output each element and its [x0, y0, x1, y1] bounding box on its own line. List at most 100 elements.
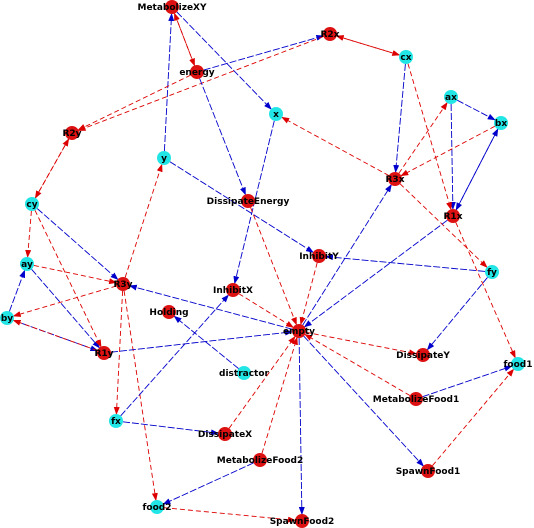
node-DissipateY	[416, 348, 430, 362]
node-MetabolizeFood1	[409, 392, 423, 406]
edge-R3y-to-by	[12, 285, 117, 317]
node-label-DissipateEnergy: DissipateEnergy	[207, 197, 290, 207]
node-fy	[485, 265, 499, 279]
edge-InhibitX-to-empty	[238, 293, 294, 328]
edge-DissipateEnergy-to-empty	[250, 207, 297, 326]
edge-energy-to-MetabolizeXY	[174, 12, 195, 66]
edge-R3x-to-fy	[399, 183, 488, 268]
edge-y-to-InhibitY	[169, 161, 314, 253]
node-label-InhibitX: InhibitX	[213, 286, 253, 296]
node-label-Holding: Holding	[149, 308, 188, 318]
node-R3y	[116, 277, 130, 291]
node-bx	[494, 116, 508, 130]
node-R1x	[446, 209, 460, 223]
edge-cy-to-ay	[25, 210, 32, 258]
node-SpawnFood1	[421, 464, 435, 478]
edge-cy-to-R1y	[34, 210, 102, 348]
edge-food2-to-SpawnFood2	[163, 507, 296, 523]
edge-empty-to-DissipateY	[305, 331, 418, 356]
node-label-InhibitY: InhibitY	[299, 252, 339, 262]
node-label-distractor: distractor	[219, 369, 270, 379]
edge-energy-to-DissipateEnergy	[199, 78, 246, 196]
edge-empty-to-SpawnFood2	[298, 337, 305, 515]
edge-ax-to-R1x	[449, 103, 456, 210]
node-label-fx: fx	[111, 417, 121, 427]
node-DissipateEnergy	[241, 194, 255, 208]
edge-DissipateX-to-empty	[228, 335, 296, 429]
node-energy	[190, 65, 204, 79]
node-label-R2x: R2x	[321, 30, 340, 40]
node-label-R1x: R1x	[444, 212, 463, 222]
edge-R1x-to-empty	[303, 219, 448, 328]
node-R2y	[65, 126, 79, 140]
node-label-DissipateX: DissipateX	[198, 430, 252, 440]
edge-energy-to-R2y	[77, 74, 191, 131]
edges-layer	[8, 11, 516, 523]
edge-ay-to-R3y	[33, 264, 118, 285]
node-label-R2y: R2y	[62, 129, 81, 139]
node-label-SpawnFood1: SpawnFood1	[396, 467, 461, 477]
edge-R3y-to-fx	[113, 290, 124, 415]
node-label-ay: ay	[21, 260, 33, 270]
node-label-fy: fy	[487, 268, 497, 278]
node-label-MetabolizeFood1: MetabolizeFood1	[373, 395, 459, 405]
edge-energy-to-R2x	[203, 34, 325, 71]
node-R1y	[97, 346, 111, 360]
edge-SpawnFood1-to-food1	[432, 368, 515, 466]
node-SpawnFood2	[295, 514, 309, 528]
edge-cx-to-R1x	[407, 63, 452, 211]
edge-R1x-to-food1	[455, 222, 516, 359]
edge-R1y-to-by	[12, 319, 98, 352]
node-label-R3y: R3y	[113, 280, 132, 290]
edge-MetabolizeFood2-to-empty	[261, 336, 298, 454]
node-Holding	[162, 305, 176, 319]
edge-distractor-to-Holding	[173, 315, 239, 369]
edge-y-to-MetabolizeXY	[163, 13, 175, 152]
node-cy	[25, 197, 39, 211]
edge-R3y-to-y	[124, 163, 163, 278]
edge-R1x-to-bx	[455, 128, 499, 211]
node-label-x: x	[273, 110, 279, 120]
edge-fy-to-InhibitY	[325, 254, 486, 272]
node-label-energy: energy	[179, 68, 214, 78]
edge-cx-to-R2x	[335, 35, 400, 56]
node-label-ax: ax	[445, 93, 457, 103]
edge-MetabolizeFood1-to-empty	[304, 333, 411, 396]
edge-ay-to-R1y	[31, 269, 101, 349]
node-label-cx: cx	[400, 53, 411, 63]
edge-R2x-to-R2y	[77, 36, 324, 131]
node-label-food1: food1	[504, 360, 533, 370]
edge-bx-to-R3x	[400, 125, 496, 177]
node-label-DissipateY: DissipateY	[396, 351, 450, 361]
node-empty	[292, 324, 306, 338]
node-label-R1y: R1y	[94, 349, 113, 359]
node-ax	[444, 90, 458, 104]
edge-empty-to-R3y	[128, 284, 293, 330]
edge-R1y-to-empty	[110, 329, 293, 353]
node-cx	[399, 50, 413, 64]
node-DissipateX	[218, 427, 232, 441]
edge-R3x-to-x	[281, 116, 390, 176]
node-R2x	[323, 27, 337, 41]
node-label-food2: food2	[143, 503, 172, 513]
edge-InhibitY-to-empty	[299, 262, 318, 326]
edge-ax-to-bx	[456, 99, 496, 121]
edge-cx-to-R3x	[393, 63, 406, 173]
node-label-SpawnFood2: SpawnFood2	[270, 517, 335, 527]
node-label-R3x: R3x	[386, 175, 405, 185]
edge-cy-to-R2y	[35, 138, 70, 199]
edge-MetabolizeFood1-to-food1	[422, 365, 513, 398]
node-label-cy: cy	[26, 200, 37, 210]
node-food2	[150, 500, 164, 514]
edge-cy-to-R3y	[37, 208, 119, 281]
node-fx	[109, 414, 123, 428]
node-label-MetabolizeXY: MetabolizeXY	[137, 3, 207, 13]
edge-R3y-to-food2	[123, 290, 158, 502]
node-ay	[20, 257, 34, 271]
node-by	[0, 311, 14, 325]
node-InhibitY	[312, 249, 326, 263]
node-R3x	[388, 172, 402, 186]
node-food1	[511, 357, 525, 371]
